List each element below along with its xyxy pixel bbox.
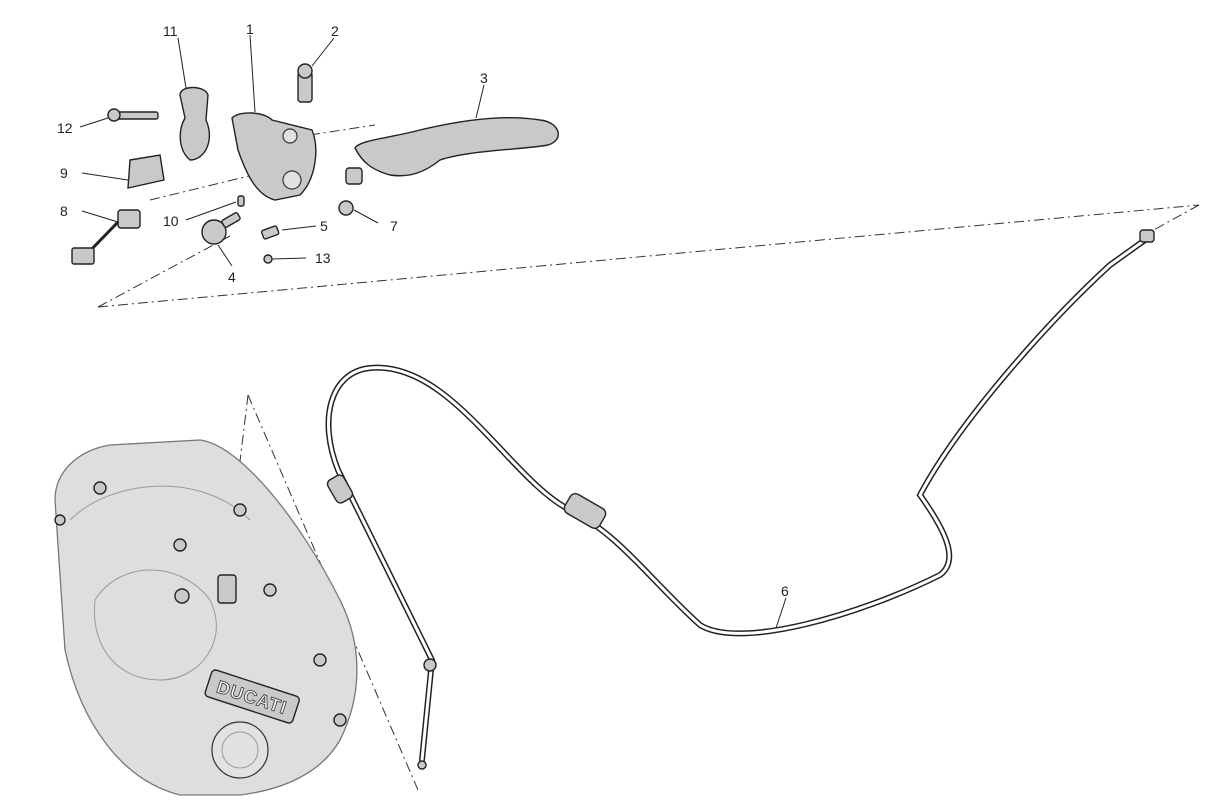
callout-11: 11: [163, 23, 178, 39]
leader-lines: [79, 34, 787, 629]
callout-9: 9: [60, 165, 68, 181]
screw-10: [237, 195, 245, 207]
ducati-logo-plate: [204, 669, 300, 724]
callout-labels: 1 2 3 4 5 6 7 8 9 10 11 12 13: [57, 21, 789, 599]
nut-7: [338, 200, 354, 216]
cable-nipple-lower: [417, 760, 427, 770]
clamp-11: [179, 86, 211, 161]
engine-clutch-cover: DUCATI: [54, 439, 358, 796]
cable-nipple-upper: [1139, 229, 1155, 243]
callout-13: 13: [315, 250, 331, 266]
clutch-lever-assembly: [71, 63, 559, 265]
clutch-switch-8: [117, 209, 141, 229]
lever-3: [354, 117, 559, 177]
lever-body-1: [231, 112, 317, 201]
callout-3: 3: [480, 70, 488, 86]
callout-10: 10: [163, 213, 179, 229]
callout-7: 7: [390, 218, 398, 234]
plate-5: [260, 225, 280, 240]
clutch-cable: [325, 229, 1155, 770]
callout-2: 2: [331, 23, 339, 39]
callout-1: 1: [246, 21, 254, 37]
screw-13: [263, 254, 273, 264]
switch-clip-9: [127, 154, 165, 189]
adjuster-knob-4: [201, 219, 227, 245]
cable-adjuster-sleeve: [563, 492, 607, 530]
inspection-cap: [211, 721, 269, 779]
cable-ferrule: [326, 474, 354, 504]
callout-5: 5: [320, 218, 328, 234]
cable-bracket: [217, 574, 237, 604]
callout-12: 12: [57, 120, 73, 136]
bushing-7a: [345, 167, 363, 185]
cable-end-barrel-lower: [423, 658, 437, 672]
callout-4: 4: [228, 269, 236, 285]
callout-6: 6: [781, 583, 789, 599]
callout-8: 8: [60, 203, 68, 219]
